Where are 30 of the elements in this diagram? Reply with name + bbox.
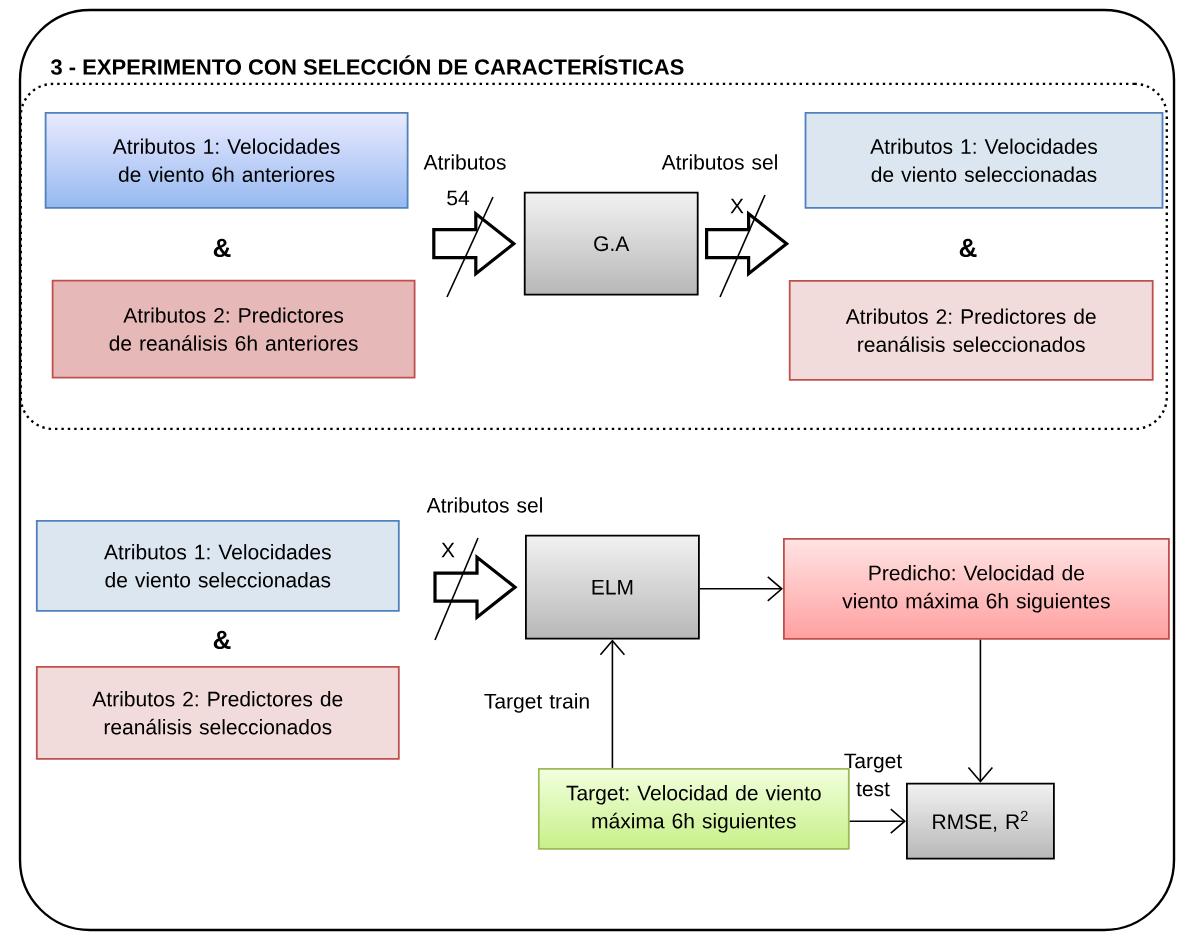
bus-width-label: X <box>730 198 744 214</box>
target-box: Target: Velocidad de viento máxima 6h siguientes <box>537 767 850 850</box>
block-arrow <box>432 210 517 277</box>
arrow <box>967 638 994 783</box>
panel-title: 3 - EXPERIMENTO CON SELECCIÓN DE CARACTERÍSTICAS <box>50 55 684 75</box>
group-outline <box>19 82 1168 431</box>
bus-width-label: X <box>441 542 455 558</box>
process-box: ELM <box>525 534 700 640</box>
edge-label: Target train <box>484 693 589 713</box>
process-box: G.A <box>523 191 699 296</box>
metric-box: RMSE, R$^{2}$ <box>906 782 1055 860</box>
bus-width-label: 54 <box>447 190 470 206</box>
arrow <box>599 639 626 769</box>
arrow <box>699 576 783 602</box>
ampersand: & <box>213 630 231 650</box>
edge-label: Atributos <box>423 154 506 170</box>
input-box: Atributos 2: Predictores de reanálisis seleccionados <box>35 665 400 760</box>
ampersand: & <box>959 238 977 258</box>
edge-label: Atributos sel <box>426 497 542 513</box>
input-box: Atributos 2: Predictores de reanálisis seleccionados <box>788 279 1154 381</box>
input-box: Atributos 1: Velocidades de viento seleccionadas <box>804 111 1164 209</box>
edge-label: Atributos sel <box>661 154 777 170</box>
arrow <box>848 808 906 834</box>
input-box: Atributos 1: Velocidades de viento seleccionadas <box>35 519 400 612</box>
block-arrow <box>705 210 790 277</box>
input-box: Atributos 1: Velocidades de viento 6h anteriores <box>44 111 409 209</box>
output-box: Predicho: Velocidad de viento máxima 6h siguientes <box>783 537 1170 640</box>
block-arrow <box>433 553 518 621</box>
ampersand: & <box>213 238 231 258</box>
input-box: Atributos 2: Predictores de reanálisis 6h anteriores <box>51 279 416 379</box>
